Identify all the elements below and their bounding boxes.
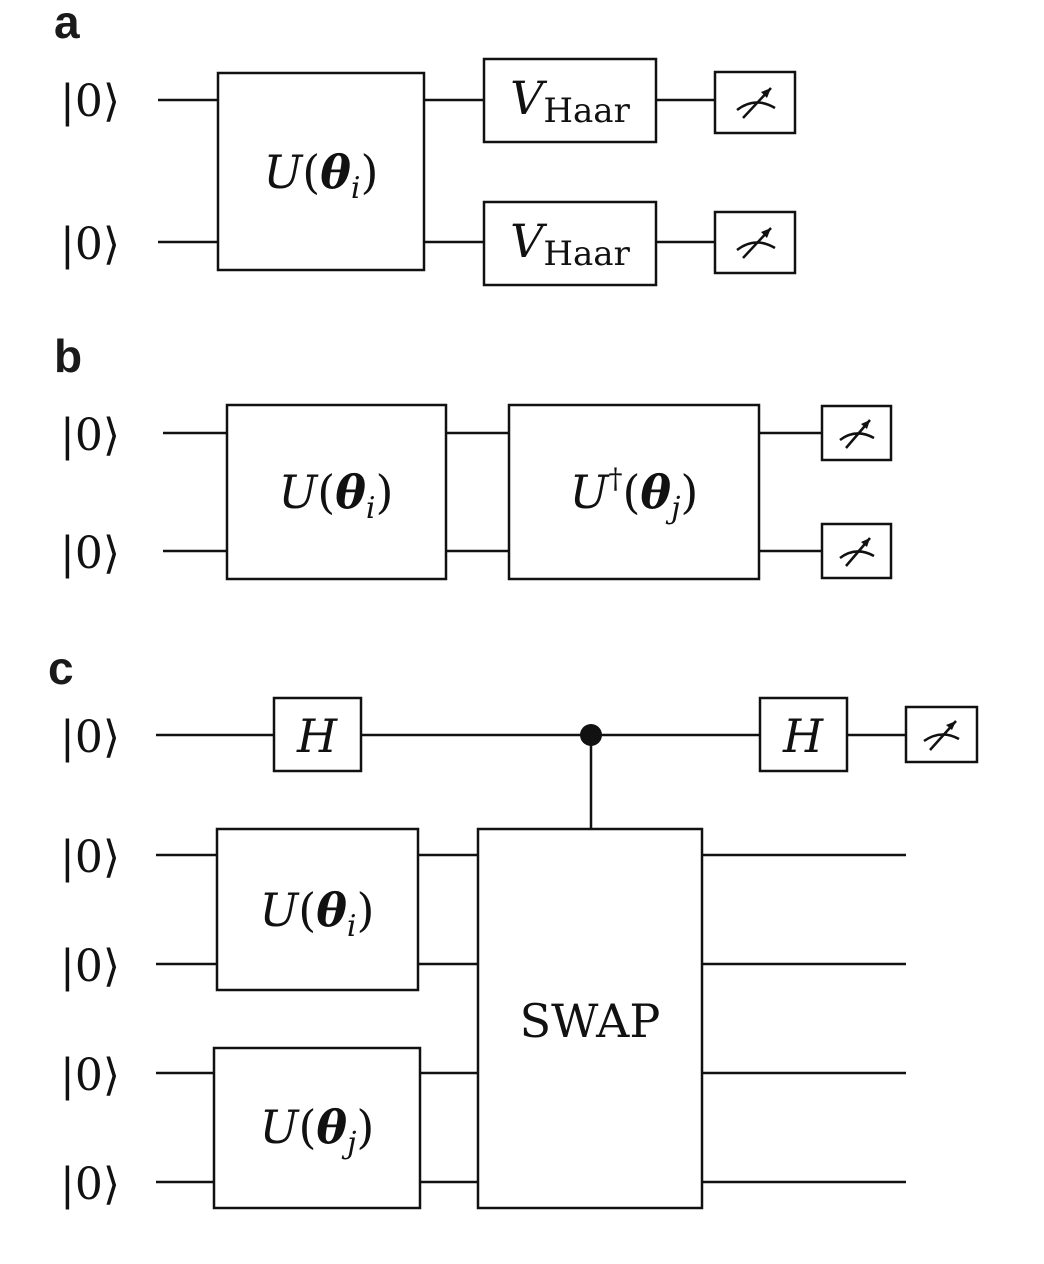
svg-text:U†(θj): U†(θj) xyxy=(570,462,699,526)
gate-operator: SWAP xyxy=(520,994,661,1048)
gate-parameter: θ xyxy=(320,145,351,199)
panel-a-label: a xyxy=(54,0,80,48)
unitary-gate: U(θi) xyxy=(215,827,420,992)
panel-c: c |0⟩ |0⟩ |0⟩ |0⟩ |0⟩ H H xyxy=(48,642,979,1210)
panel-c-label: c xyxy=(48,642,74,694)
gate-operator: U xyxy=(570,465,611,519)
svg-text:U(θi): U(θi) xyxy=(260,883,375,944)
gate-operator: H xyxy=(296,709,338,763)
gate-subscript: Haar xyxy=(543,234,630,274)
measurement-meter-icon xyxy=(904,705,979,764)
unitary-dagger-gate: U†(θj) xyxy=(507,403,761,581)
hadamard-gate: H xyxy=(758,696,849,773)
gate-operator: U xyxy=(264,145,305,199)
input-ket: |0⟩ xyxy=(60,712,120,763)
measurement-meter-icon xyxy=(713,210,797,275)
input-ket: |0⟩ xyxy=(60,76,120,127)
gate-index: i xyxy=(351,171,361,206)
gate-operator: V xyxy=(510,71,548,125)
input-ket: |0⟩ xyxy=(60,1050,120,1101)
gate-parameter: θ xyxy=(335,465,366,519)
panel-b: b |0⟩ |0⟩ U(θi) U†(θj) xyxy=(54,330,893,581)
unitary-gate: U(θj) xyxy=(212,1046,422,1210)
gate-parameter: θ xyxy=(316,1100,347,1154)
gate-operator: U xyxy=(279,465,320,519)
svg-text:VHaar: VHaar xyxy=(510,214,630,274)
gate-index: i xyxy=(366,491,376,526)
gate-subscript: Haar xyxy=(543,91,630,131)
measurement-meter-icon xyxy=(820,404,893,462)
gate-operator: U xyxy=(260,883,301,937)
input-ket: |0⟩ xyxy=(60,941,120,992)
control-dot-icon xyxy=(580,724,602,746)
svg-text:U(θi): U(θi) xyxy=(279,465,394,526)
input-ket: |0⟩ xyxy=(60,219,120,270)
haar-gate: VHaar xyxy=(482,57,658,144)
unitary-gate: U(θi) xyxy=(216,71,426,272)
measurement-meter-icon xyxy=(820,522,893,580)
gate-operator: H xyxy=(782,709,824,763)
svg-text:U(θi): U(θi) xyxy=(264,145,379,206)
input-ket: |0⟩ xyxy=(60,410,120,461)
svg-text:U(θj): U(θj) xyxy=(260,1100,375,1161)
hadamard-gate: H xyxy=(272,696,363,773)
input-ket: |0⟩ xyxy=(60,1159,120,1210)
input-ket: |0⟩ xyxy=(60,528,120,579)
gate-parameter: θ xyxy=(640,465,671,519)
gate-dagger: † xyxy=(608,462,622,495)
panel-a: a |0⟩ |0⟩ U(θi) VHaar VHaar xyxy=(54,0,797,287)
gate-operator: V xyxy=(510,214,548,268)
haar-gate: VHaar xyxy=(482,200,658,287)
gate-operator: U xyxy=(260,1100,301,1154)
panel-b-label: b xyxy=(54,330,82,382)
measurement-meter-icon xyxy=(713,70,797,135)
gate-index: i xyxy=(347,909,357,944)
swap-gate: SWAP xyxy=(476,827,704,1210)
input-ket: |0⟩ xyxy=(60,832,120,883)
gate-parameter: θ xyxy=(316,883,347,937)
unitary-gate: U(θi) xyxy=(225,403,448,581)
svg-text:VHaar: VHaar xyxy=(510,71,630,131)
